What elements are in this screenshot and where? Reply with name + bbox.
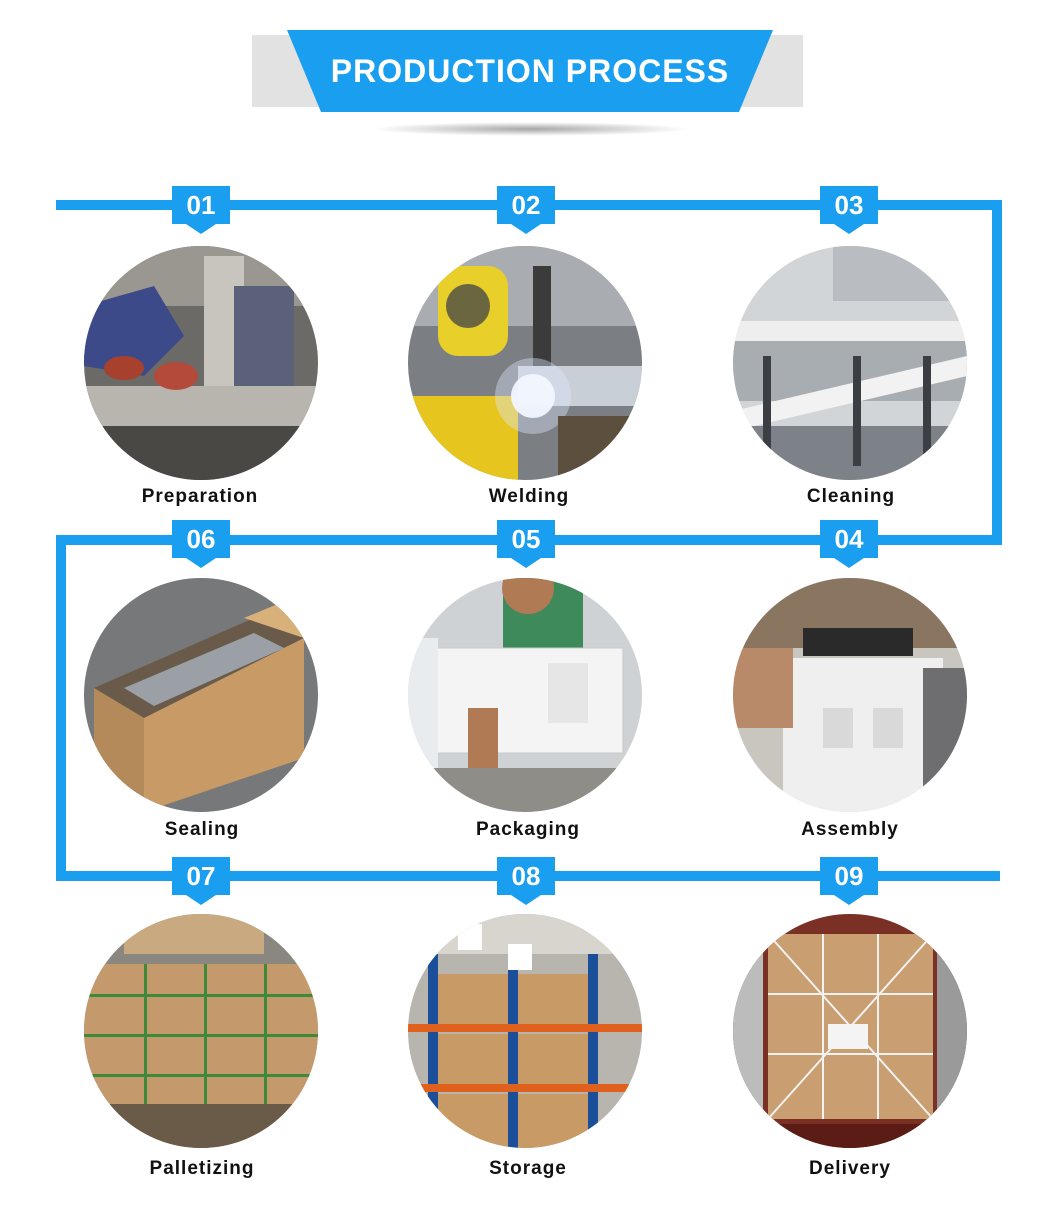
step-number-04: 04 [820, 520, 878, 568]
header-banner [287, 30, 773, 112]
step-label-cleaning: Cleaning [806, 486, 896, 507]
flow-line-left [56, 535, 66, 881]
photo-cleaning [733, 246, 967, 480]
step-label-storage: Storage [489, 1158, 567, 1179]
step-label-packaging: Packaging [475, 819, 581, 840]
photo-storage [408, 914, 642, 1148]
photo-delivery [733, 914, 967, 1148]
step-number-03: 03 [820, 186, 878, 234]
flow-line-right [992, 200, 1002, 545]
step-number-08: 08 [497, 857, 555, 905]
photo-sealing [84, 578, 318, 812]
step-number-09: 09 [820, 857, 878, 905]
page-title: PRODUCTION PROCESS [330, 53, 730, 89]
photo-assembly [733, 578, 967, 812]
step-number-06: 06 [172, 520, 230, 568]
photo-preparation [84, 246, 318, 480]
step-number-07: 07 [172, 857, 230, 905]
step-number-02: 02 [497, 186, 555, 234]
step-label-preparation: Preparation [141, 486, 259, 507]
step-label-delivery: Delivery [809, 1158, 891, 1179]
photo-palletizing [84, 914, 318, 1148]
step-number-05: 05 [497, 520, 555, 568]
step-label-welding: Welding [488, 486, 570, 507]
step-label-sealing: Sealing [164, 819, 240, 840]
banner-shadow [370, 122, 690, 136]
photo-welding [408, 246, 642, 480]
step-label-palletizing: Palletizing [149, 1158, 255, 1179]
step-number-01: 01 [172, 186, 230, 234]
photo-packaging [408, 578, 642, 812]
step-label-assembly: Assembly [801, 819, 899, 840]
